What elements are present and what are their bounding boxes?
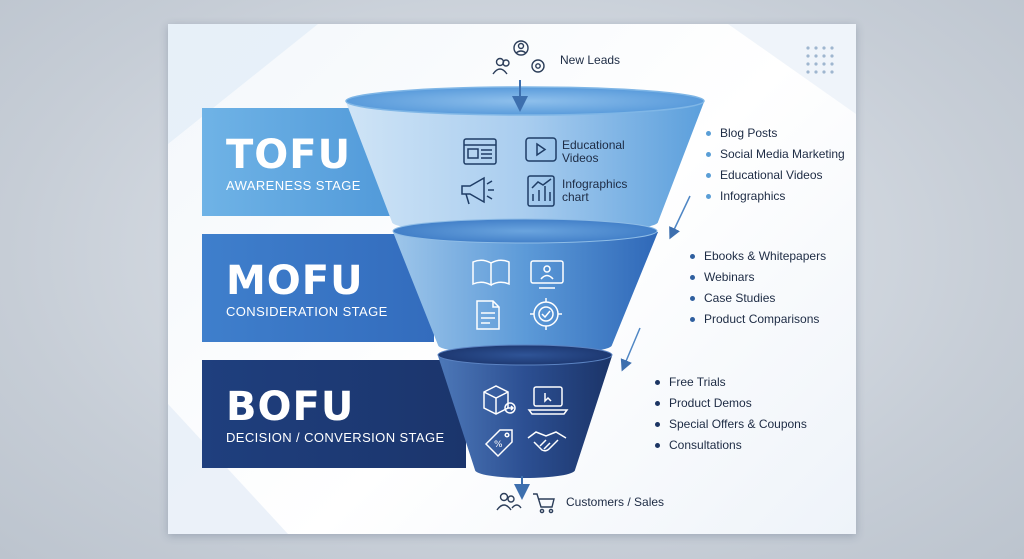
mofu-rim	[392, 218, 658, 244]
mofu-title: MOFU	[226, 258, 364, 304]
bofu-subtitle: DECISION / CONVERSION STAGE	[226, 430, 445, 445]
list-item: Free Trials	[655, 372, 807, 393]
gear-check-icon	[530, 298, 562, 330]
tofu-title: TOFU	[226, 132, 352, 178]
list-item: Special Offers & Coupons	[655, 414, 807, 435]
tofu-funnel-section	[346, 102, 704, 234]
mofu-tactics-list: Ebooks & Whitepapers Webinars Case Studi…	[690, 246, 826, 330]
list-item: Product Demos	[655, 393, 807, 414]
list-item: Infographics	[706, 186, 845, 207]
list-item: Product Comparisons	[690, 309, 826, 330]
new-leads-icon	[492, 40, 545, 75]
bofu-band: BOFU DECISION / CONVERSION STAGE	[202, 360, 466, 468]
box-arrow-icon	[483, 385, 516, 415]
list-item: Educational Videos	[706, 165, 845, 186]
list-item: Case Studies	[690, 288, 826, 309]
bofu-rim	[437, 344, 613, 366]
tofu-icon-label-infographics: Infographics chart	[562, 177, 628, 204]
megaphone-icon	[461, 176, 494, 205]
svg-text:%: %	[494, 440, 503, 450]
handshake-icon	[527, 431, 567, 452]
list-item: Ebooks & Whitepapers	[690, 246, 826, 267]
webinar-icon	[530, 260, 564, 289]
price-tag-icon: %	[484, 429, 513, 458]
bofu-tactics-list: Free Trials Product Demos Special Offers…	[655, 372, 807, 456]
mofu-subtitle: CONSIDERATION STAGE	[226, 304, 388, 319]
tofu-subtitle: AWARENESS STAGE	[226, 178, 361, 193]
tofu-tactics-list: Blog Posts Social Media Marketing Educat…	[706, 123, 845, 207]
list-item: Consultations	[655, 435, 807, 456]
document-icon	[476, 300, 500, 330]
mofu-funnel-section	[393, 232, 658, 355]
tofu-rim	[345, 86, 705, 116]
laptop-icon	[527, 386, 569, 415]
list-item: Webinars	[690, 267, 826, 288]
arrow-mofu-bofu	[620, 327, 641, 372]
open-book-icon	[472, 259, 510, 287]
list-item: Blog Posts	[706, 123, 845, 144]
bofu-funnel-section	[438, 356, 612, 478]
new-leads-label: New Leads	[560, 53, 621, 67]
arrow-tofu-mofu	[669, 195, 691, 240]
list-item: Social Media Marketing	[706, 144, 845, 165]
mofu-band: MOFU CONSIDERATION STAGE	[202, 234, 434, 342]
chart-icon	[527, 175, 555, 207]
customers-label: Customers / Sales	[566, 495, 665, 509]
bofu-title: BOFU	[226, 384, 355, 430]
web-page-icon	[463, 138, 497, 165]
customers-icon	[496, 492, 555, 514]
video-play-icon	[525, 137, 557, 162]
tofu-icon-label-videos: Educational Videos	[562, 138, 625, 165]
